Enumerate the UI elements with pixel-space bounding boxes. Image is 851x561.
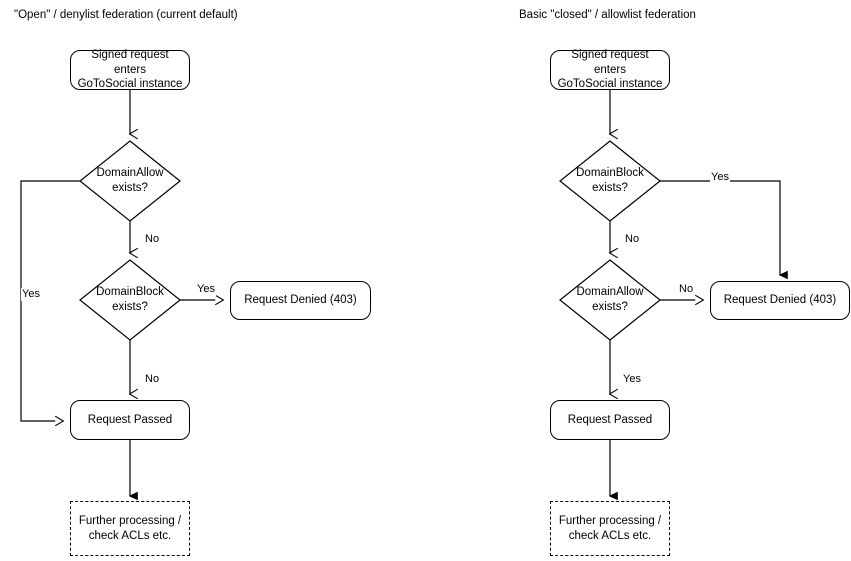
right-diagram-title: Basic "closed" / allowlist federation xyxy=(519,9,696,21)
left-decision-domainblock-shape xyxy=(79,259,181,341)
left-edge-label-allow-no: No xyxy=(144,233,161,246)
left-edge-label-block-yes: Yes xyxy=(196,283,216,296)
left-decision-domainallow-shape xyxy=(79,140,181,222)
left-node-request-denied-label: Request Denied (403) xyxy=(244,294,357,307)
right-edge-label-block-yes: Yes xyxy=(710,171,730,184)
left-node-request-denied[interactable]: Request Denied (403) xyxy=(230,281,371,320)
right-node-request-passed[interactable]: Request Passed xyxy=(550,400,670,440)
right-decision-domainblock-shape xyxy=(559,140,661,222)
left-edge-label-block-no: No xyxy=(144,373,161,386)
left-node-request-passed-label: Request Passed xyxy=(87,413,173,426)
left-node-start-label: Signed request enters GoToSocial instanc… xyxy=(77,49,183,91)
left-edge-label-allow-yes: Yes xyxy=(21,288,41,301)
left-edge-allow-yes-to-passed xyxy=(20,180,80,427)
right-edge-label-block-no: No xyxy=(624,233,641,246)
right-node-request-passed-label: Request Passed xyxy=(567,413,653,426)
right-edge-label-allow-yes: Yes xyxy=(622,373,642,386)
left-diagram-title: "Open" / denylist federation (current de… xyxy=(14,9,238,21)
right-decision-domainallow-shape xyxy=(559,259,661,341)
right-node-request-denied-label: Request Denied (403) xyxy=(723,294,837,307)
left-node-start[interactable]: Signed request enters GoToSocial instanc… xyxy=(70,49,190,91)
right-edge-block-yes-to-denied xyxy=(660,180,788,280)
right-edge-label-allow-no: No xyxy=(678,283,695,296)
left-node-further-processing[interactable]: Further processing / check ACLs etc. xyxy=(70,501,190,556)
right-node-start-label: Signed request enters GoToSocial instanc… xyxy=(557,49,663,91)
right-node-further-processing[interactable]: Further processing / check ACLs etc. xyxy=(550,501,670,556)
right-node-request-denied[interactable]: Request Denied (403) xyxy=(710,281,850,320)
right-node-further-processing-label: Further processing / check ACLs etc. xyxy=(558,515,662,542)
left-node-further-processing-label: Further processing / check ACLs etc. xyxy=(78,515,182,542)
right-node-start[interactable]: Signed request enters GoToSocial instanc… xyxy=(550,49,670,91)
left-node-request-passed[interactable]: Request Passed xyxy=(70,400,190,440)
